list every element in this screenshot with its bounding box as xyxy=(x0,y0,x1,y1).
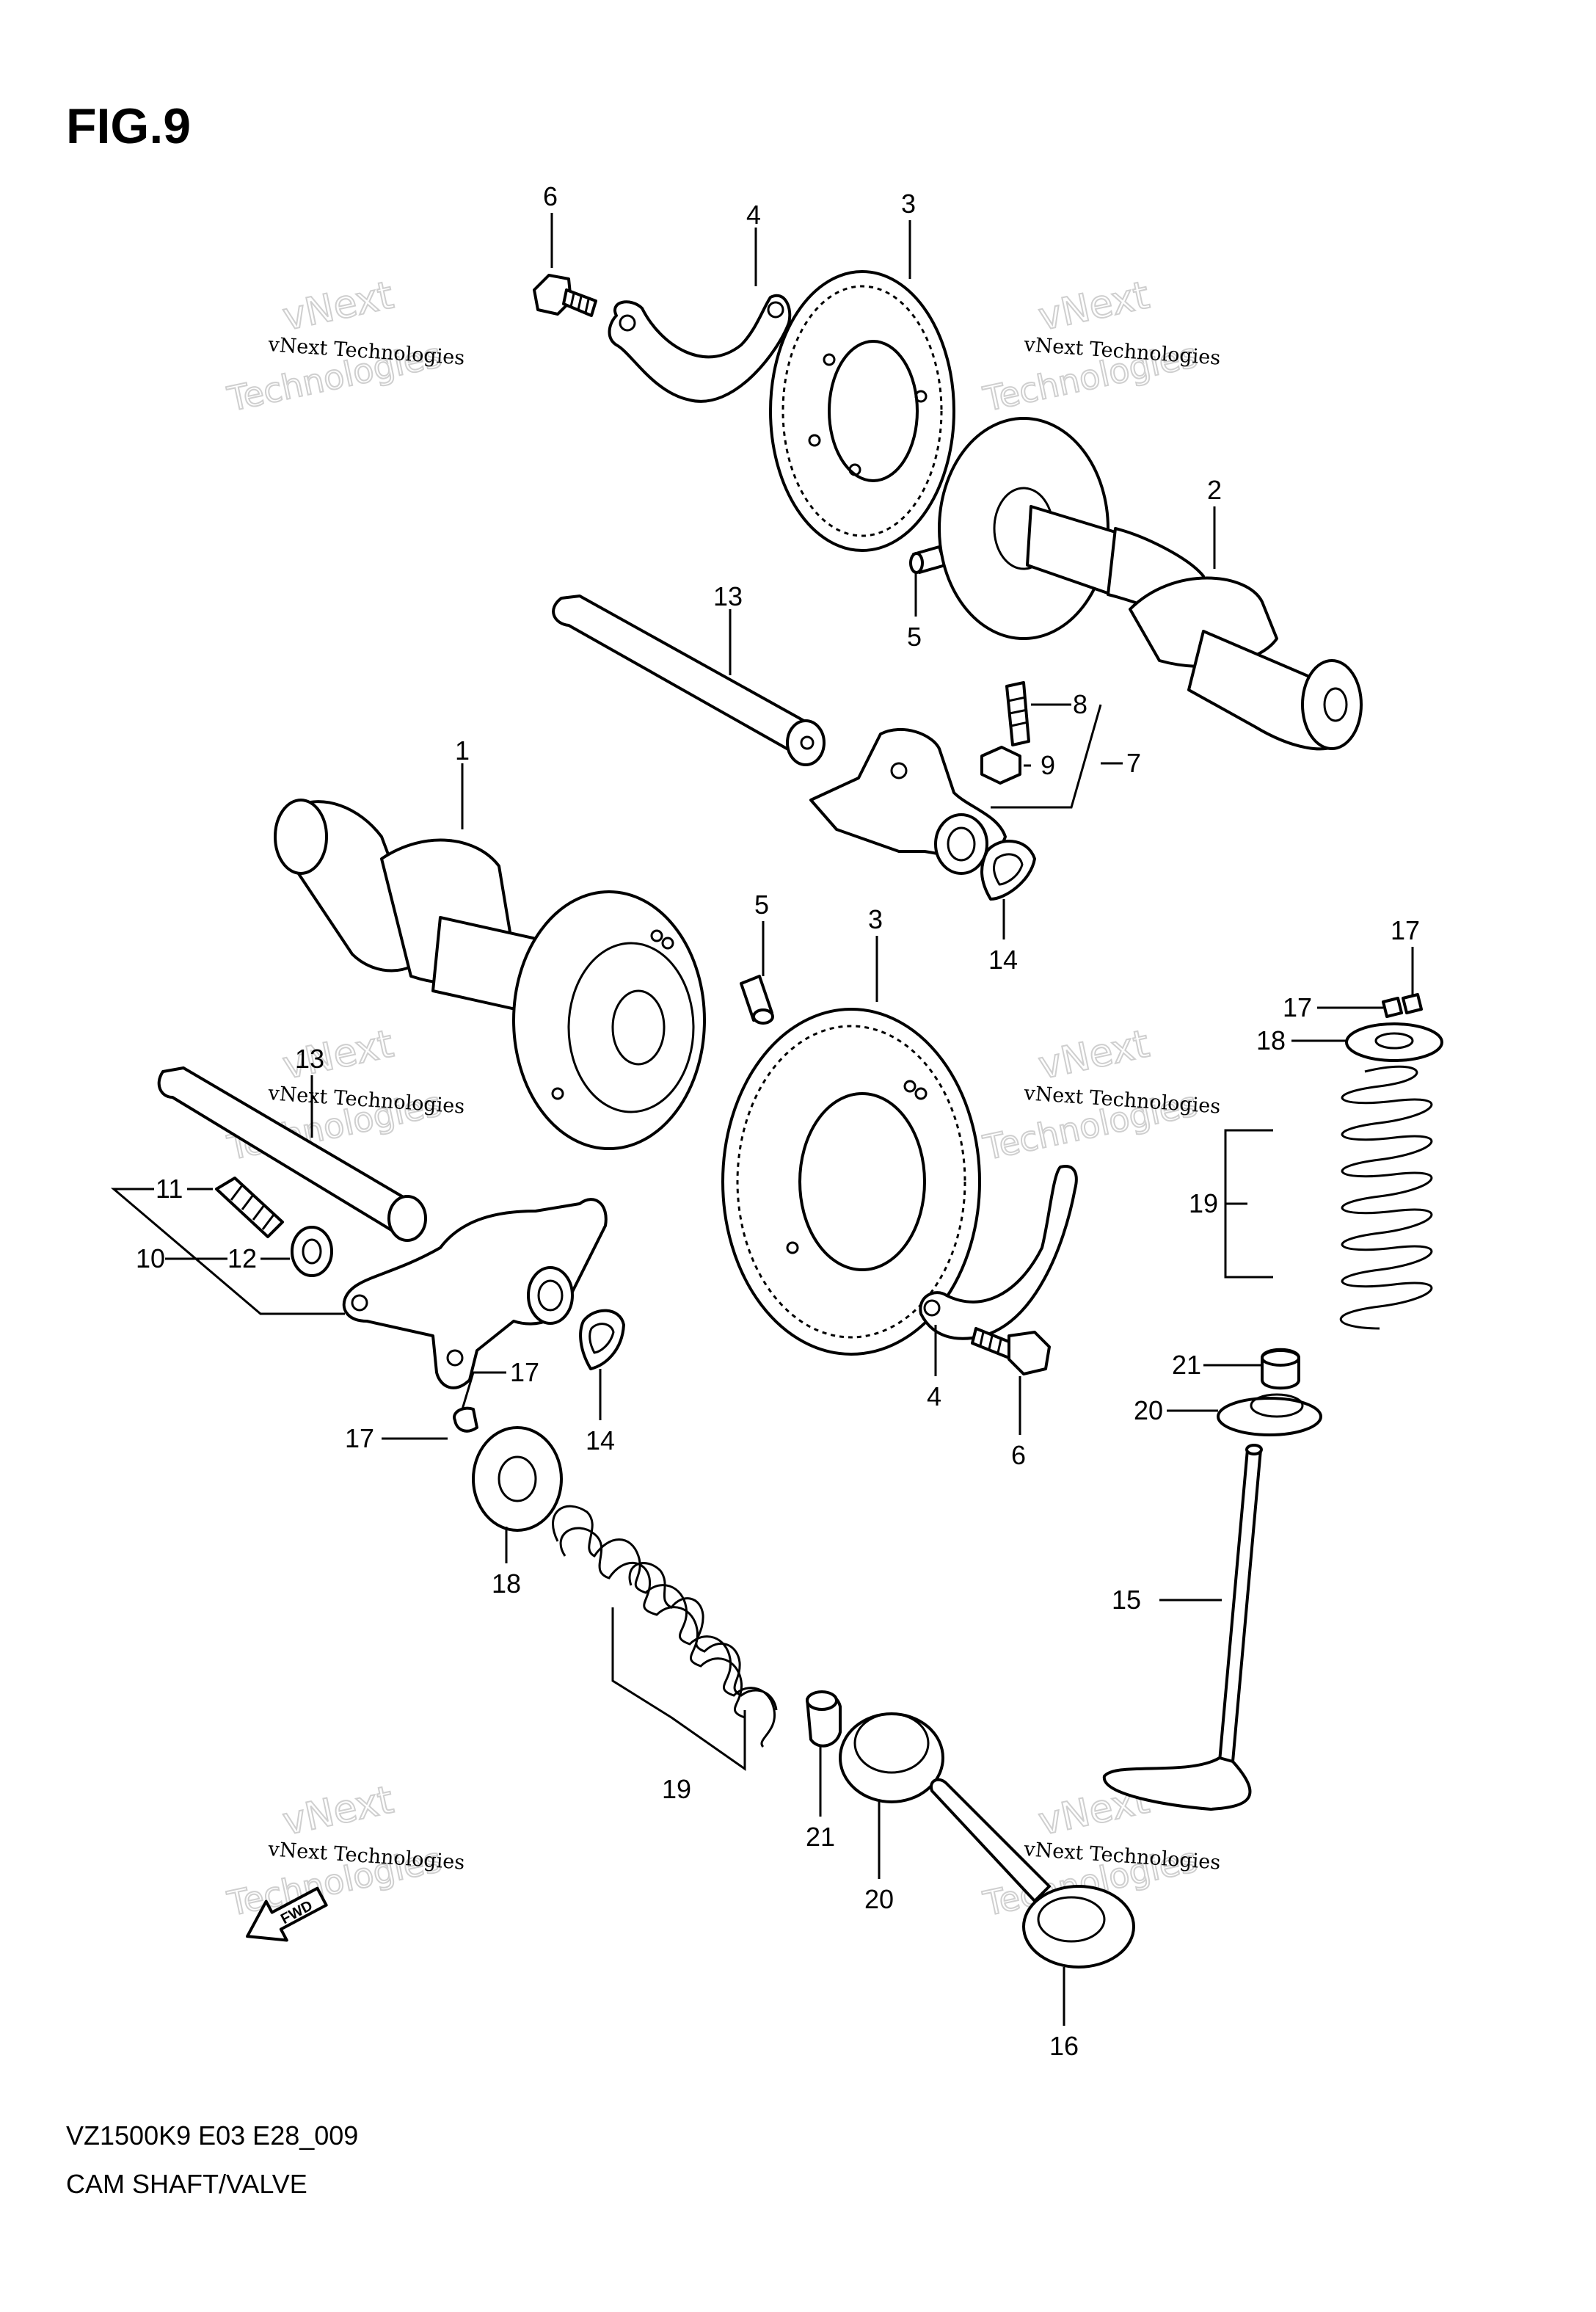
callout-6-top: 6 xyxy=(543,181,558,211)
callout-20-middle: 20 xyxy=(864,1884,894,1914)
callout-14-middle: 14 xyxy=(586,1425,615,1455)
callout-21-right: 21 xyxy=(1172,1350,1201,1380)
watermark-top-left: vNext Technologies vNext Technologies xyxy=(223,272,465,420)
callout-17-middle-upper: 17 xyxy=(510,1357,539,1387)
callout-5-top: 5 xyxy=(907,622,922,652)
part-1-camshaft xyxy=(274,799,706,1150)
callout-9: 9 xyxy=(1041,750,1055,780)
part-10-rocker-arm-middle xyxy=(342,1198,608,1389)
part-20-spring-seat-right xyxy=(1217,1393,1322,1436)
svg-text:vNext: vNext xyxy=(279,273,397,339)
callout-19-right: 19 xyxy=(1189,1188,1218,1218)
callout-8: 8 xyxy=(1073,689,1087,719)
part-11-adjust-screw-middle xyxy=(215,1177,284,1238)
callout-3-top: 3 xyxy=(901,189,916,219)
callout-17-right-left: 17 xyxy=(1283,992,1312,1022)
part-16-valve xyxy=(930,1778,1135,1969)
callout-19-middle: 19 xyxy=(662,1774,691,1804)
callout-21-middle: 21 xyxy=(806,1822,835,1852)
svg-text:vNext: vNext xyxy=(1035,1022,1153,1088)
watermark-bottom-left: vNext Technologies vNext Technologies xyxy=(223,1777,465,1924)
part-14-spacer-top xyxy=(980,840,1036,901)
part-6-bolt-top xyxy=(533,274,597,317)
callout-6-middle: 6 xyxy=(1011,1440,1026,1470)
svg-text:vNext: vNext xyxy=(1035,273,1153,339)
callout-18-middle: 18 xyxy=(492,1568,521,1599)
part-4-bracket-top xyxy=(608,294,792,403)
part-20-spring-seat-middle xyxy=(839,1712,944,1803)
callout-13-top: 13 xyxy=(713,581,743,611)
callout-5-middle: 5 xyxy=(754,890,769,920)
figure-code: VZ1500K9 E03 E28_009 xyxy=(66,2120,358,2151)
part-3-gear-top xyxy=(769,270,955,552)
callout-13-middle: 13 xyxy=(295,1044,324,1074)
part-14-spacer-middle xyxy=(579,1309,625,1370)
part-19-valve-spring-right xyxy=(1339,1065,1433,1330)
callout-11: 11 xyxy=(156,1174,183,1204)
callout-10: 10 xyxy=(136,1243,165,1273)
part-3-gear-middle xyxy=(721,1008,981,1356)
callout-15: 15 xyxy=(1112,1585,1141,1615)
figure-title: FIG.9 xyxy=(66,98,191,154)
part-15-valve xyxy=(1102,1444,1263,1811)
part-18-retainer-right xyxy=(1345,1022,1443,1062)
part-18-retainer-middle xyxy=(472,1426,563,1532)
callout-4-top: 4 xyxy=(746,200,761,230)
callout-2: 2 xyxy=(1207,475,1222,505)
part-12-nut-middle xyxy=(291,1226,333,1277)
leader-lines xyxy=(110,213,1414,2026)
callout-3-middle: 3 xyxy=(868,904,883,934)
part-7-rocker-arm-top xyxy=(809,727,1007,875)
callout-17-middle-lower: 17 xyxy=(345,1423,374,1453)
watermark-mid-right: vNext Technologies vNext Technologies xyxy=(979,1021,1221,1168)
part-5-dowel-middle xyxy=(740,975,774,1025)
callout-18-right: 18 xyxy=(1256,1025,1286,1055)
callout-17-right-top: 17 xyxy=(1391,915,1420,945)
callout-4-middle: 4 xyxy=(927,1381,941,1411)
part-17-cotter-middle xyxy=(453,1406,478,1433)
part-21-stem-seal-middle xyxy=(806,1690,842,1748)
watermark-top-right: vNext Technologies vNext Technologies xyxy=(979,272,1221,420)
part-19-valve-spring-middle xyxy=(552,1505,778,1748)
part-8-adjust-screw-top xyxy=(1005,681,1030,746)
part-6-bolt-middle xyxy=(971,1327,1051,1375)
figure-caption: CAM SHAFT/VALVE xyxy=(66,2169,307,2199)
callout-12: 12 xyxy=(227,1243,257,1273)
part-13-rocker-shaft-top xyxy=(552,595,826,766)
callout-20-right: 20 xyxy=(1134,1395,1163,1425)
callout-14-top: 14 xyxy=(988,945,1018,975)
part-13-rocker-shaft-middle xyxy=(157,1066,427,1242)
svg-text:vNext: vNext xyxy=(279,1778,397,1844)
part-17-cotter-right xyxy=(1382,993,1423,1018)
callout-16: 16 xyxy=(1049,2031,1079,2061)
part-21-stem-seal-right xyxy=(1261,1348,1300,1390)
callout-1: 1 xyxy=(455,735,470,766)
part-9-nut-top xyxy=(980,746,1021,785)
part-2-camshaft-top xyxy=(938,417,1363,751)
callout-7: 7 xyxy=(1126,748,1141,778)
